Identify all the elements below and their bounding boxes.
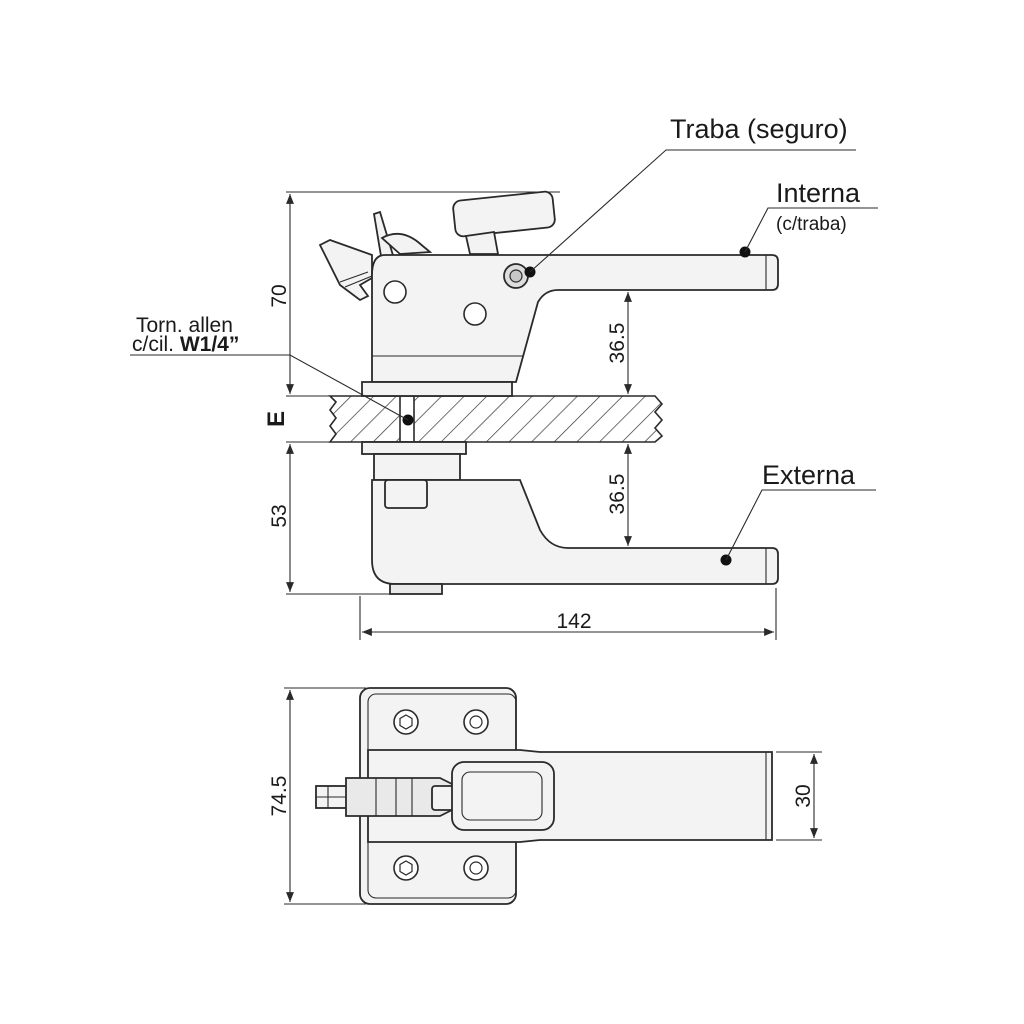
e-thickness-mark: E: [263, 411, 290, 427]
externa-leader: [725, 489, 876, 561]
door-panel: [328, 395, 664, 443]
screw-hole-2: [463, 302, 487, 326]
latch-tongue: [318, 239, 373, 302]
top-view: [284, 687, 822, 905]
screw-top-right: [463, 709, 489, 735]
dim-height-top: 70: [268, 284, 291, 307]
torn-label-line1: Torn. allen: [136, 314, 233, 337]
screw-hole-1: [383, 280, 407, 304]
traba-label: Traba (seguro): [670, 114, 848, 144]
externa-label: Externa: [762, 460, 856, 490]
dim-height-bottom: 53: [268, 504, 291, 527]
outer-neck: [373, 453, 461, 481]
inner-handle: [371, 254, 779, 383]
allen-screw-bottom-left: [393, 855, 419, 881]
outer-base: [361, 441, 467, 455]
outer-foot: [389, 583, 443, 595]
dimension-lines: [286, 191, 777, 640]
dim-gap-lower: 36.5: [606, 474, 629, 515]
dim-handle-width: 30: [792, 784, 815, 807]
side-view: [130, 149, 878, 640]
interna-leader: [744, 207, 878, 253]
interna-sublabel: (c/traba): [776, 214, 847, 235]
traba-leader: [529, 149, 856, 273]
lock-button-stem: [464, 230, 500, 255]
lock-button: [452, 190, 556, 238]
outer-handle: [371, 479, 779, 585]
linkage-pin: [431, 785, 455, 811]
lock-button-top: [451, 761, 555, 831]
dim-gap-upper: 36.5: [606, 323, 629, 364]
dim-width: 142: [556, 610, 591, 633]
top-dimension-lines: [284, 687, 822, 905]
dim-plate-height: 74.5: [268, 776, 291, 817]
screw-bottom-right: [463, 855, 489, 881]
latch-arm: [380, 232, 433, 255]
inner-base: [361, 381, 513, 397]
outer-lug: [384, 479, 428, 509]
torn-label-line2: c/cil. W1/4”: [132, 333, 239, 356]
allen-screw-top-left: [393, 709, 419, 735]
interna-label: Interna: [776, 178, 861, 208]
